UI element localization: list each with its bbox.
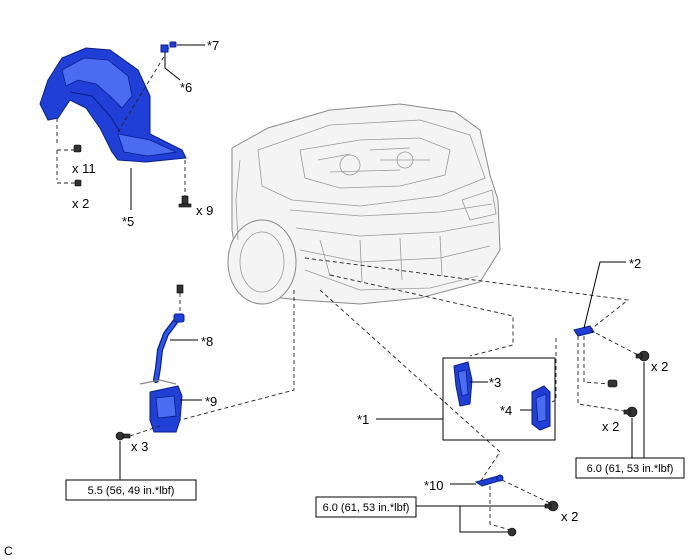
fender-screw-icon [74,179,82,187]
bracket-torque-leader [631,362,645,458]
bracket-3 [453,361,473,407]
bracket-nut-icon [607,379,618,388]
qty-fender-bolts: x 9 [196,203,213,218]
torque-lower: 6.0 (61, 53 in.*lbf) [323,502,410,514]
lower-bolt-icon [544,500,559,512]
tank-guide-lines [129,290,295,437]
leader-2 [583,261,626,329]
lower-torque-leader [416,505,546,533]
callout-7: *7 [207,38,219,53]
lower-nut-icon [507,527,517,537]
qty-fender-screws: x 2 [72,196,89,211]
torque-bracket: 6.0 (61, 53 in.*lbf) [587,463,674,475]
fender-liner [39,47,187,163]
figure-corner-mark: C [4,544,13,558]
callout-9: *9 [205,394,217,409]
callout-2: *2 [629,256,641,271]
torque-box-bracket [575,457,685,479]
callout-3: *3 [489,375,501,390]
torque-box-tank [65,479,197,501]
clip-7-icon [169,41,177,48]
fender-clip-icon [73,144,82,153]
bracket-10-guides [489,479,553,531]
bracket-bolt-icon [635,350,650,362]
leader-6 [164,52,181,81]
callout-10: *10 [424,478,444,493]
clip-6-icon [160,44,169,53]
bracket-4 [531,385,551,431]
qty-lower-bolts: x 2 [561,509,578,524]
tank-bolt-icon [115,431,131,441]
fender-guide-lines [56,45,186,196]
washer-hose [153,313,185,383]
callout-1: *1 [357,412,369,427]
fender-bolt-icon [178,195,192,208]
qty-bracket-bolts-top: x 2 [651,359,668,374]
callout-4: *4 [500,403,512,418]
vehicle-front-illustration [227,103,501,305]
callout-5: *5 [122,214,134,229]
bracket-bolt-2-icon [623,406,638,418]
washer-tank [139,379,183,433]
callout-8: *8 [201,334,213,349]
washer-cap-icon [176,284,184,294]
car-to-brackets-guide [304,257,630,483]
qty-tank-bolts: x 3 [131,439,148,454]
torque-box-lower [315,496,417,518]
bracket-2-guides [551,329,641,413]
callout-6: *6 [180,80,192,95]
assembly-box-1 [442,357,556,441]
torque-tank: 5.5 (56, 49 in.*lbf) [88,485,175,497]
qty-bracket-bolts-mid: x 2 [602,419,619,434]
qty-fender-clips: x 11 [72,161,96,176]
bracket-10 [474,474,504,487]
